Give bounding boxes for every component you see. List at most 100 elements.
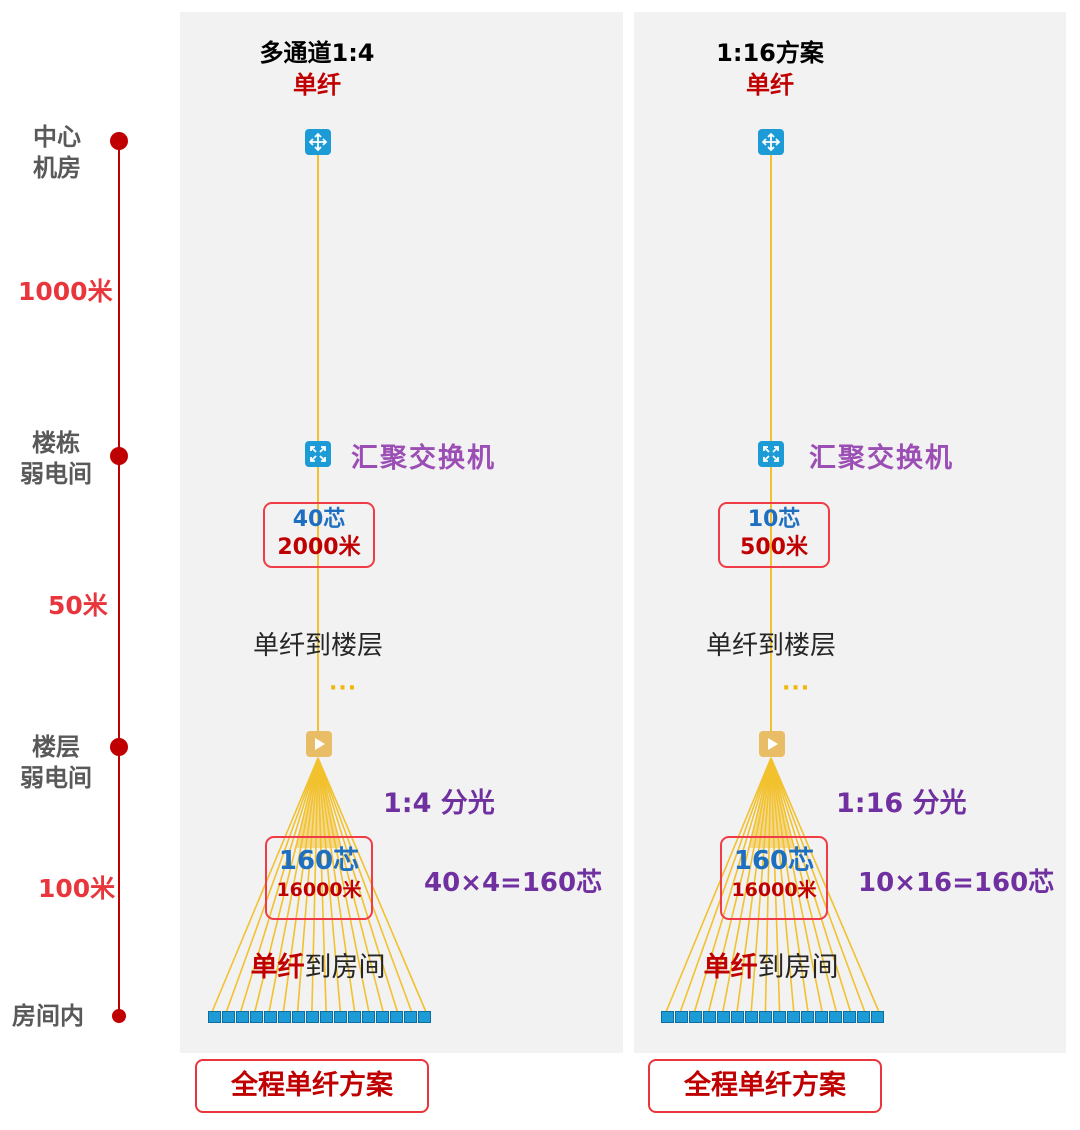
level-label-room: 房间内 (12, 1001, 102, 1032)
core-count: 160芯 (278, 846, 360, 876)
core-count: 40芯 (292, 507, 346, 532)
branch-fiber (764, 757, 772, 1013)
floor-fiber-label: 单纤到楼层 (705, 631, 836, 661)
branch-fiber (317, 757, 327, 1013)
ellipsis-dots: ··· (329, 676, 358, 701)
level-label-building: 楼栋 弱电间 (12, 428, 100, 490)
fan-core (749, 758, 793, 848)
room-terminal-icon (236, 1011, 249, 1023)
branch-fiber (317, 757, 356, 1013)
scale-axis-line (118, 140, 120, 1016)
level-label-line2: 弱电间 (20, 460, 92, 488)
scale-dot-room (112, 1009, 126, 1023)
split-fan-right (665, 757, 880, 1013)
branch-fiber (282, 757, 319, 1013)
fan-core (296, 758, 340, 848)
scale-dot-center (110, 132, 128, 150)
panel-title-right: 1:16方案 单纤 (620, 37, 920, 101)
floor-fiber-label: 单纤到楼层 (252, 631, 383, 661)
distance-label-3: 100米 (38, 874, 116, 903)
room-label-rest: 到房间 (757, 952, 839, 983)
branch-fiber (239, 757, 319, 1013)
scheme-subtitle: 单纤 (293, 71, 341, 99)
fiber-length: 16000米 (731, 879, 817, 901)
room-terminal-icon (801, 1011, 814, 1023)
core-count-box-bottom: 160芯 16000米 (265, 836, 373, 920)
fiber-length: 16000米 (276, 879, 362, 901)
level-label-line1: 楼栋 (32, 429, 80, 457)
branch-fiber (722, 757, 772, 1013)
level-label-center: 中心 机房 (30, 122, 84, 184)
core-count-box-top: 10芯 500米 (718, 502, 830, 568)
room-terminal-icon (334, 1011, 347, 1023)
core-calc-label: 10×16=160芯 (858, 868, 1055, 898)
scheme-title: 多通道1:4 (259, 39, 375, 67)
room-terminal-icons (661, 1011, 884, 1023)
room-terminal-icon (390, 1011, 403, 1023)
room-terminal-icon (857, 1011, 870, 1023)
branch-fiber (770, 757, 866, 1013)
branch-fiber (750, 757, 772, 1013)
branch-fiber (254, 757, 319, 1013)
branch-fiber (770, 757, 809, 1013)
distance-label-2: 50米 (48, 591, 108, 620)
branch-fiber (268, 757, 319, 1013)
room-terminal-icon (418, 1011, 431, 1023)
branch-fiber (317, 757, 370, 1013)
room-terminal-icon (306, 1011, 319, 1023)
room-terminal-icon (264, 1011, 277, 1023)
branch-fiber (311, 757, 319, 1013)
aggregation-switch-icon (305, 441, 331, 467)
aggregation-switch-label: 汇聚交换机 (351, 443, 496, 474)
split-ratio-label: 1:4 分光 (383, 788, 495, 819)
core-count: 160芯 (733, 846, 815, 876)
scale-dot-building (110, 447, 128, 465)
room-terminal-icon (731, 1011, 744, 1023)
room-terminal-icon (759, 1011, 772, 1023)
level-label-line2: 机房 (33, 154, 81, 182)
branch-fiber (770, 757, 852, 1013)
room-terminal-icon (675, 1011, 688, 1023)
branch-fiber (770, 757, 781, 1013)
branch-fiber (770, 757, 880, 1013)
room-terminal-icon (661, 1011, 674, 1023)
room-terminal-icon (703, 1011, 716, 1023)
core-switch-icon (305, 129, 331, 155)
room-label-rest: 到房间 (304, 952, 386, 983)
panel-title-left: 多通道1:4 单纤 (167, 37, 467, 101)
scale-dot-floor (110, 738, 128, 756)
scheme-panel-left (180, 12, 623, 1053)
branch-fiber (736, 757, 772, 1013)
room-terminal-icon (773, 1011, 786, 1023)
room-terminal-icon (278, 1011, 291, 1023)
room-label-highlight: 单纤 (703, 952, 758, 983)
aggregation-switch-icon (758, 441, 784, 467)
split-fan-left (211, 757, 427, 1013)
branch-fiber (665, 757, 772, 1013)
room-fiber-label: 单纤到房间 (651, 945, 891, 984)
level-label-line2: 弱电间 (20, 764, 92, 792)
room-terminal-icon (829, 1011, 842, 1023)
room-terminal-icon (787, 1011, 800, 1023)
room-terminal-icon (871, 1011, 884, 1023)
room-terminal-icon (222, 1011, 235, 1023)
core-switch-icon (758, 129, 784, 155)
level-label-line1: 房间内 (12, 1002, 84, 1030)
room-fiber-label: 单纤到房间 (198, 945, 438, 984)
branch-fiber (317, 757, 384, 1013)
branch-fiber (317, 757, 342, 1013)
branch-fiber (707, 757, 772, 1013)
room-terminal-icon (250, 1011, 263, 1023)
scheme-subtitle: 单纤 (746, 71, 794, 99)
level-label-line1: 楼层 (32, 733, 80, 761)
room-terminal-icon (320, 1011, 333, 1023)
core-calc-label: 40×4=160芯 (424, 868, 603, 898)
ellipsis-dots: ··· (782, 676, 811, 701)
scheme-title: 1:16方案 (716, 39, 824, 67)
room-terminal-icon (348, 1011, 361, 1023)
room-label-highlight: 单纤 (250, 952, 305, 983)
aggregation-switch-label: 汇聚交换机 (809, 443, 954, 474)
split-ratio-label: 1:16 分光 (836, 788, 967, 819)
room-terminal-icon (208, 1011, 221, 1023)
core-count: 10芯 (747, 507, 801, 532)
